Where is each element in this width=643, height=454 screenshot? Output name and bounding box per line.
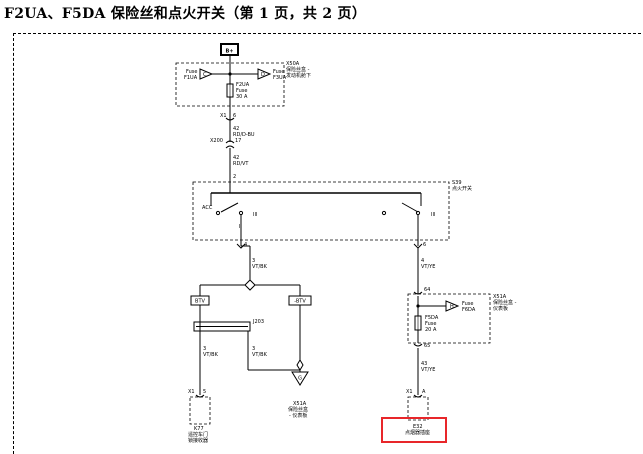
ignition-switch-id: S39 xyxy=(452,180,462,186)
btv-right-label: -BTV xyxy=(294,299,306,305)
conn-x1-name: X1 xyxy=(220,113,227,119)
e32-conn: X1 xyxy=(406,389,413,395)
splice-j203-label: J203 xyxy=(252,319,264,325)
fuse-f6da-label-1: Fuse xyxy=(462,301,473,307)
fuse-f6da-icon xyxy=(445,300,460,312)
ignition-iii-left: III xyxy=(253,212,257,218)
fuse-f3ua-icon xyxy=(257,68,272,80)
e32-desc: 点烟器插座 xyxy=(405,429,430,436)
wire1-gauge: 42 xyxy=(233,126,239,132)
ignition-switch-box xyxy=(192,181,450,241)
ignition-ii: II xyxy=(239,224,242,230)
wire7-color: VT/YE xyxy=(421,367,435,373)
svg-text:D: D xyxy=(261,72,265,78)
wire6-color: VT/BK xyxy=(252,352,268,358)
wire5-color: VT/BK xyxy=(203,352,219,358)
fuse-f5da-type: Fuse xyxy=(425,321,436,327)
ignition-pin-right-out: 6 xyxy=(423,242,426,248)
battery-label: B+ xyxy=(225,49,233,55)
ignition-contact-left-2 xyxy=(238,210,244,216)
ignition-contact-right-1 xyxy=(381,210,387,216)
conn-x200-name: X200 xyxy=(210,138,223,144)
svg-text:H: H xyxy=(450,304,454,310)
e32-module xyxy=(407,396,429,421)
wire3-color: VT/BK xyxy=(252,264,268,270)
ignition-switch-blade-right xyxy=(401,202,419,213)
fuse-f5da-name: F5DA xyxy=(425,315,439,321)
x51a-pin-bottom: 65 xyxy=(424,343,430,349)
k77-conn: X1 xyxy=(188,389,195,395)
fuse-f1ua-icon xyxy=(199,68,214,80)
ignition-switch-desc: 点火开关 xyxy=(452,185,472,192)
fuse-f1ua-label-1: Fuse xyxy=(186,69,197,75)
ground-g-icon xyxy=(291,371,309,386)
fuse-f3ua-label-1: Fuse xyxy=(273,69,284,75)
wire3-gauge: 3 xyxy=(252,258,255,264)
wire5-gauge: 3 xyxy=(203,346,206,352)
x50a-desc-2: 发动机舱下 xyxy=(286,72,311,79)
conn-x200-pin: 17 xyxy=(235,138,241,144)
wire2-color: RD/VT xyxy=(233,161,249,167)
k77-desc-1: 遥控车门 xyxy=(188,431,208,438)
wire4-color: VT/YE xyxy=(421,264,435,270)
svg-text:ACC: ACC xyxy=(202,205,213,211)
x51a-id: X51A xyxy=(493,294,507,300)
x51a-g-desc-2: - 仪表板 xyxy=(289,412,307,419)
page-title: F2UA、F5DA 保险丝和点火开关（第 1 页，共 2 页） xyxy=(4,6,367,22)
btv-left-label: BTV xyxy=(195,299,205,305)
fuse-f6da-label-2: F6DA xyxy=(462,307,476,313)
x51a-desc-1: 保险丝盒 - xyxy=(493,299,517,306)
k77-pin: 5 xyxy=(203,389,206,395)
k77-id: K77 xyxy=(194,426,204,432)
x51a-desc-2: 仪表板 xyxy=(493,305,508,312)
k77-desc-2: 锁接收器 xyxy=(188,437,208,444)
ignition-contact-left-1 xyxy=(215,210,221,216)
x51a-g-id: X51A xyxy=(293,401,307,407)
ignition-pin-in: 2 xyxy=(233,174,236,180)
x50a-desc-1: 保险丝盒 - xyxy=(286,66,310,73)
wire2-gauge: 42 xyxy=(233,155,239,161)
wire6-gauge: 3 xyxy=(252,346,255,352)
k77-module xyxy=(189,396,211,425)
x51a-pin-top: 64 xyxy=(424,287,430,293)
wire7-gauge: 43 xyxy=(421,361,427,367)
fuse-f2ua-name: F2UA xyxy=(236,82,250,88)
page-frame xyxy=(13,33,643,454)
x50a-id: X50A xyxy=(286,61,300,67)
ignition-pin-left-out: 4 xyxy=(244,242,247,248)
fuse-f2ua-rating: 30 A xyxy=(236,94,248,100)
fuse-block-x51a xyxy=(407,293,491,344)
x51a-g-desc-1: 保险丝盒 xyxy=(288,406,308,413)
fuse-f1ua-label-2: F1UA xyxy=(184,75,198,81)
svg-text:C: C xyxy=(203,72,207,78)
wire4-gauge: 4 xyxy=(421,258,424,264)
fuse-f2ua-type: Fuse xyxy=(236,88,247,94)
e32-id: E32 xyxy=(413,424,423,430)
e32-highlight-box xyxy=(381,417,447,443)
ignition-iii-right: III xyxy=(431,212,435,218)
splice-diamond xyxy=(244,279,256,291)
conn-x1-pin: 6 xyxy=(233,113,236,119)
wire1-color: RD/D-BU xyxy=(233,132,255,138)
fuse-f5da-rating: 20 A xyxy=(425,327,437,333)
fuse-f3ua-label-2: F3UA xyxy=(273,75,287,81)
x51a-g-tag: G xyxy=(298,376,302,382)
e32-pin: A xyxy=(422,389,426,395)
ignition-switch-blade-left xyxy=(220,202,239,213)
ignition-contact-right-2 xyxy=(415,210,421,216)
